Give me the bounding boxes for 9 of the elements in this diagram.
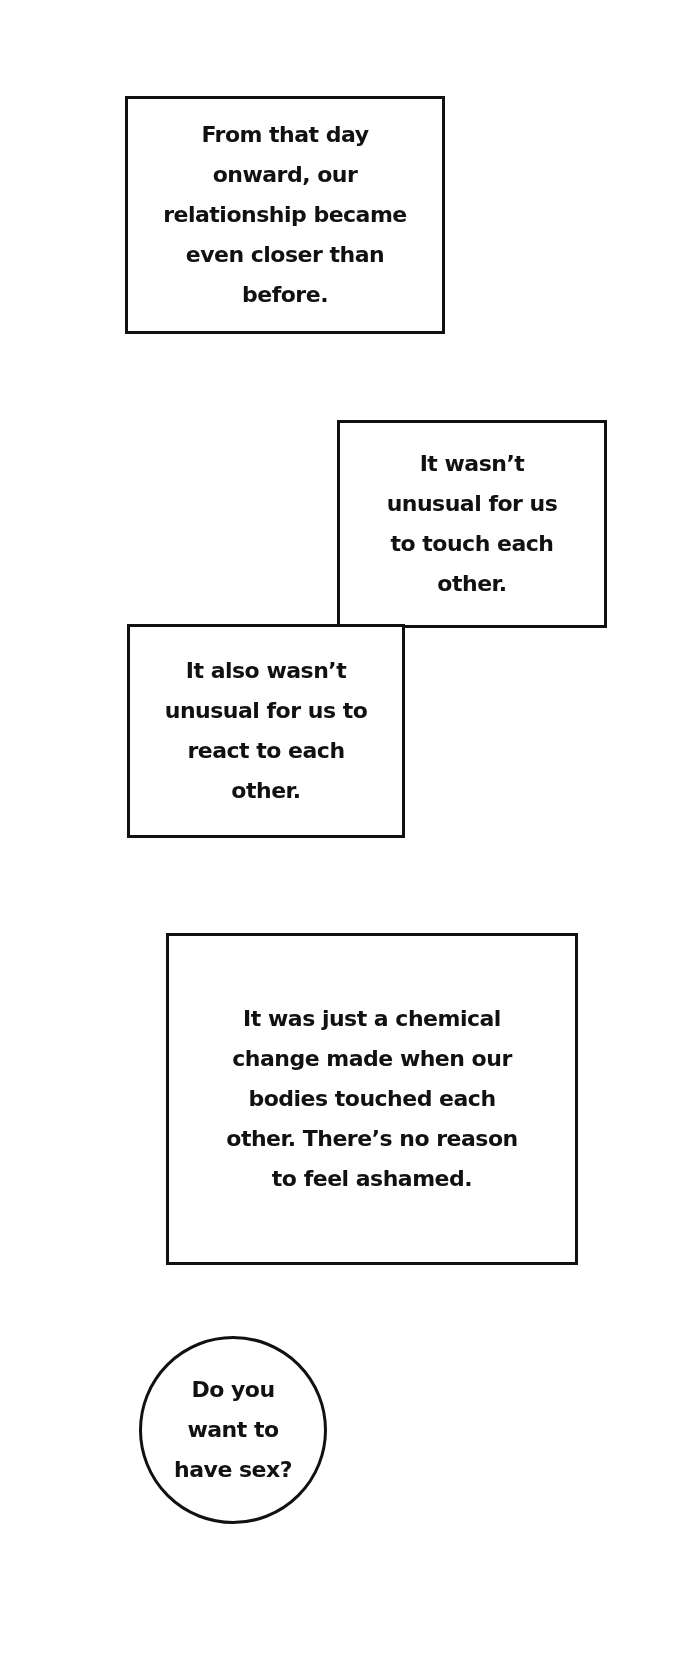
narration-box [337,420,607,628]
narration-text: It wasn’t unusual for us to touch each other. [385,450,559,598]
narration-text: It was just a chemical change made when our bodies touched each other. There’s no reason to feel ashamed. [225,1005,519,1193]
speech-text: Do you want to have sex? [173,1376,293,1484]
narration-box [166,933,578,1265]
narration-text: It also wasn’t unusual for us to react to each other. [163,657,369,805]
narration-box [125,96,445,334]
narration-text: From that day onward, our relationship became even closer than before. [162,121,408,309]
narration-box [127,624,405,838]
